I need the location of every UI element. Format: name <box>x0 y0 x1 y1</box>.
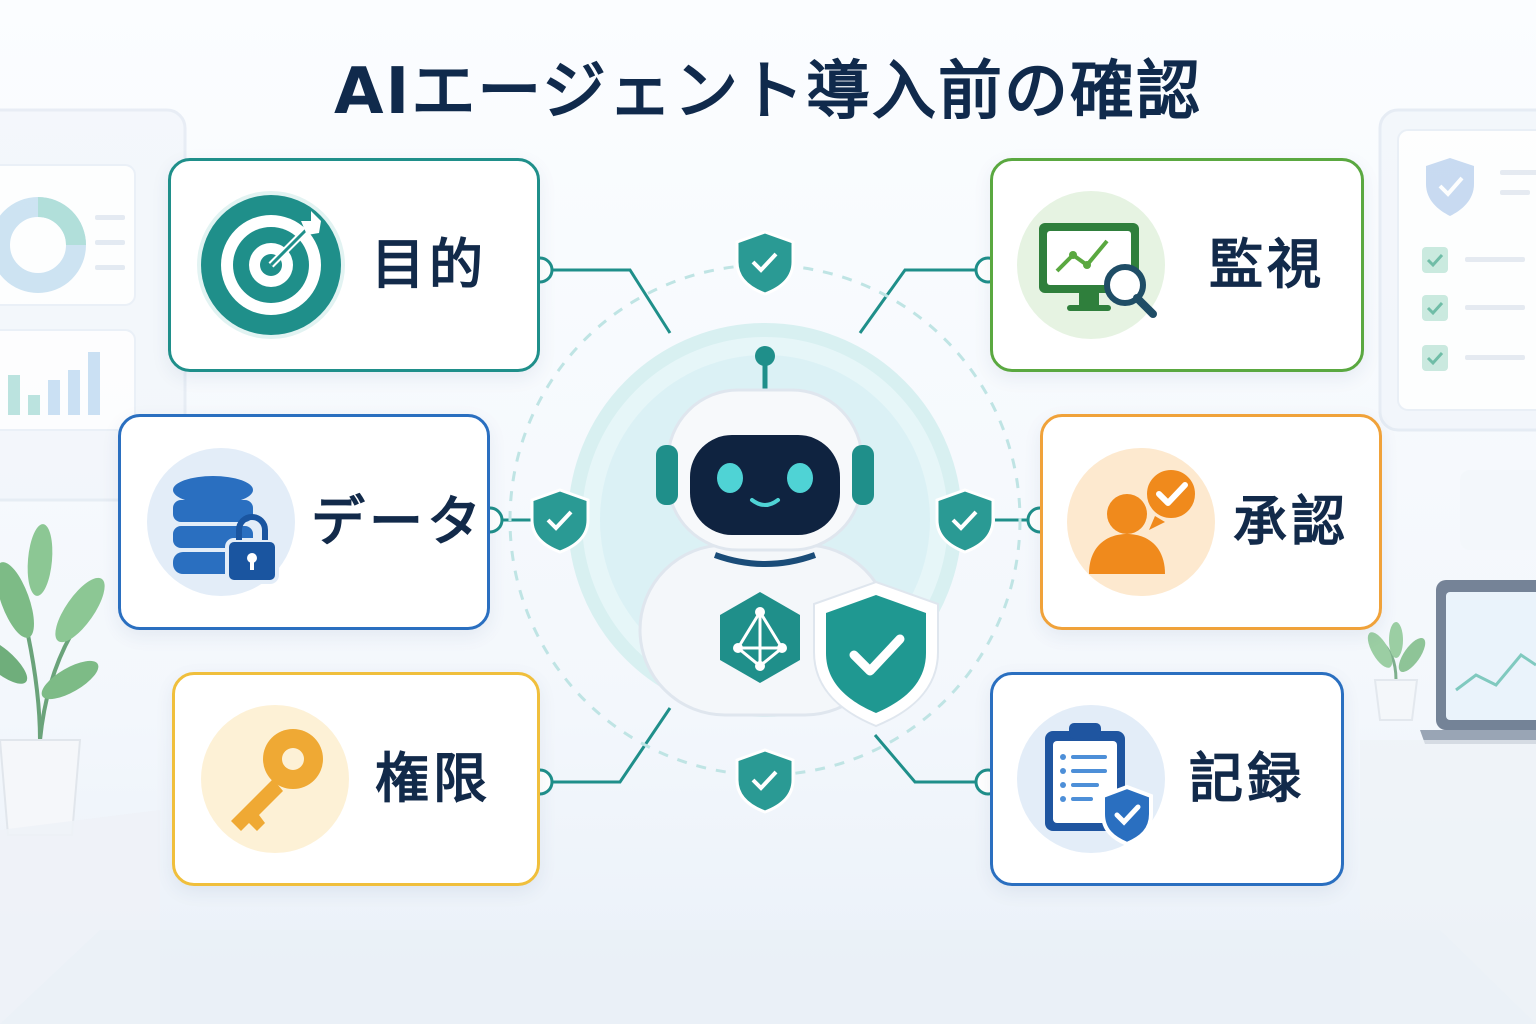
card-approval[interactable]: 承認 <box>1040 414 1382 630</box>
target-icon <box>197 191 345 339</box>
card-data-label: データ <box>311 490 485 553</box>
card-record-label: 記録 <box>1189 747 1305 810</box>
card-purpose[interactable]: 目的 <box>168 158 540 372</box>
card-permission-label: 権限 <box>375 747 491 810</box>
card-approval-label: 承認 <box>1233 490 1349 553</box>
user-approval-icon <box>1067 448 1215 596</box>
key-icon <box>201 705 349 853</box>
page-title: AIエージェント導入前の確認 <box>333 55 1203 129</box>
card-permission[interactable]: 権限 <box>172 672 540 886</box>
card-monitoring[interactable]: 監視 <box>990 158 1364 372</box>
card-monitoring-label: 監視 <box>1209 233 1325 296</box>
left-dashboard-decoration <box>0 108 187 502</box>
database-lock-icon <box>147 448 295 596</box>
right-checklist-decoration <box>1378 108 1536 432</box>
monitor-search-icon <box>1017 191 1165 339</box>
card-record[interactable]: 記録 <box>990 672 1344 886</box>
laptop-decoration <box>1367 580 1536 744</box>
plant-decoration <box>0 524 105 836</box>
clipboard-shield-icon <box>1017 705 1165 853</box>
card-purpose-label: 目的 <box>371 233 487 296</box>
card-data[interactable]: データ <box>118 414 490 630</box>
